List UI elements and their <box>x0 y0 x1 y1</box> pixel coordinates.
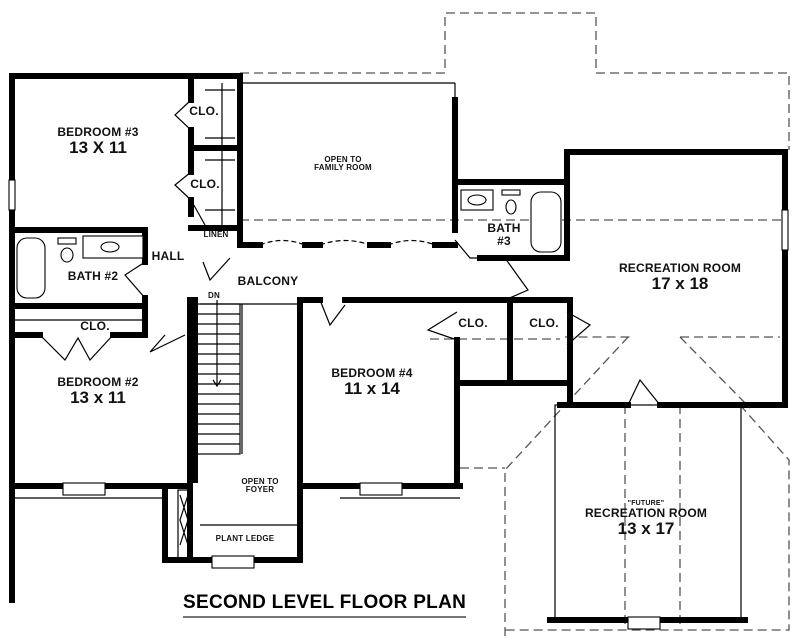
room-hall: HALL <box>152 250 185 263</box>
room-bedroom-2: BEDROOM #2 13 x 11 <box>57 376 138 406</box>
closet-bedroom-3-upper: CLO. <box>189 105 218 118</box>
room-bedroom-4: BEDROOM #4 11 x 14 <box>331 367 412 397</box>
room-dimensions: 17 x 18 <box>651 273 709 293</box>
closet-label: CLO. <box>529 316 559 330</box>
room-name: LINEN <box>203 230 229 239</box>
room-bath-2: BATH #2 <box>68 270 119 283</box>
closet-label: CLO. <box>458 316 488 330</box>
room-bedroom-3: BEDROOM #3 13 X 11 <box>57 126 138 156</box>
room-dimensions: 13 X 11 <box>69 137 127 157</box>
room-open-to-foyer: OPEN TO FOYER <box>241 477 279 495</box>
closet-label: CLO. <box>190 177 220 191</box>
room-name: BEDROOM #3 <box>57 125 139 139</box>
windows <box>8 179 789 630</box>
thin-outlines <box>12 82 742 621</box>
bath-fixtures <box>16 189 562 299</box>
closet-recreation: CLO. <box>529 317 558 330</box>
room-future-recreation-room: "FUTURE" RECREATION ROOM 13 x 17 <box>585 500 707 538</box>
room-name: BATH <box>487 221 521 235</box>
room-recreation-room: RECREATION ROOM 17 x 18 <box>619 262 741 292</box>
room-name: BALCONY <box>237 274 299 288</box>
room-dimensions: 11 x 14 <box>344 378 400 398</box>
room-name: RECREATION ROOM <box>584 506 708 521</box>
plan-title: SECOND LEVEL FLOOR PLAN <box>183 592 467 618</box>
room-plant-ledge: PLANT LEDGE <box>215 534 275 543</box>
closet-label: CLO. <box>189 104 219 118</box>
closet-bedroom-3-lower: CLO. <box>190 178 219 191</box>
doors <box>39 99 661 546</box>
room-name: HALL <box>151 249 185 263</box>
room-name-number: #3 <box>497 233 511 248</box>
room-open-to-family-room: OPEN TO FAMILY ROOM <box>314 155 372 173</box>
stair-down-label: DN <box>208 291 220 300</box>
walls <box>9 73 788 623</box>
stair-label: DN <box>208 291 220 300</box>
room-name-line1: OPEN TO <box>324 155 362 164</box>
room-bath-3: BATH #3 <box>487 222 520 247</box>
closet-label: CLO. <box>80 319 110 333</box>
room-dimensions: 13 x 11 <box>70 387 126 407</box>
roof-outline-dashed <box>240 12 790 636</box>
room-linen: LINEN <box>203 230 229 239</box>
closet-bedroom-2: CLO. <box>80 320 109 333</box>
room-name: BEDROOM #4 <box>331 366 413 380</box>
room-name: BATH #2 <box>67 269 119 283</box>
room-balcony: BALCONY <box>238 275 299 288</box>
room-dimensions: 13 x 17 <box>617 518 675 538</box>
room-tag: "FUTURE" <box>627 500 665 507</box>
room-name-line2: FAMILY ROOM <box>314 163 372 173</box>
room-name: RECREATION ROOM <box>618 261 742 275</box>
staircase <box>194 300 243 455</box>
room-name-line1: OPEN TO <box>241 477 279 486</box>
closet-bedroom-4: CLO. <box>458 317 487 330</box>
room-name: BEDROOM #2 <box>57 375 139 389</box>
room-name: PLANT LEDGE <box>215 534 275 543</box>
room-name-line2: FOYER <box>245 485 275 495</box>
